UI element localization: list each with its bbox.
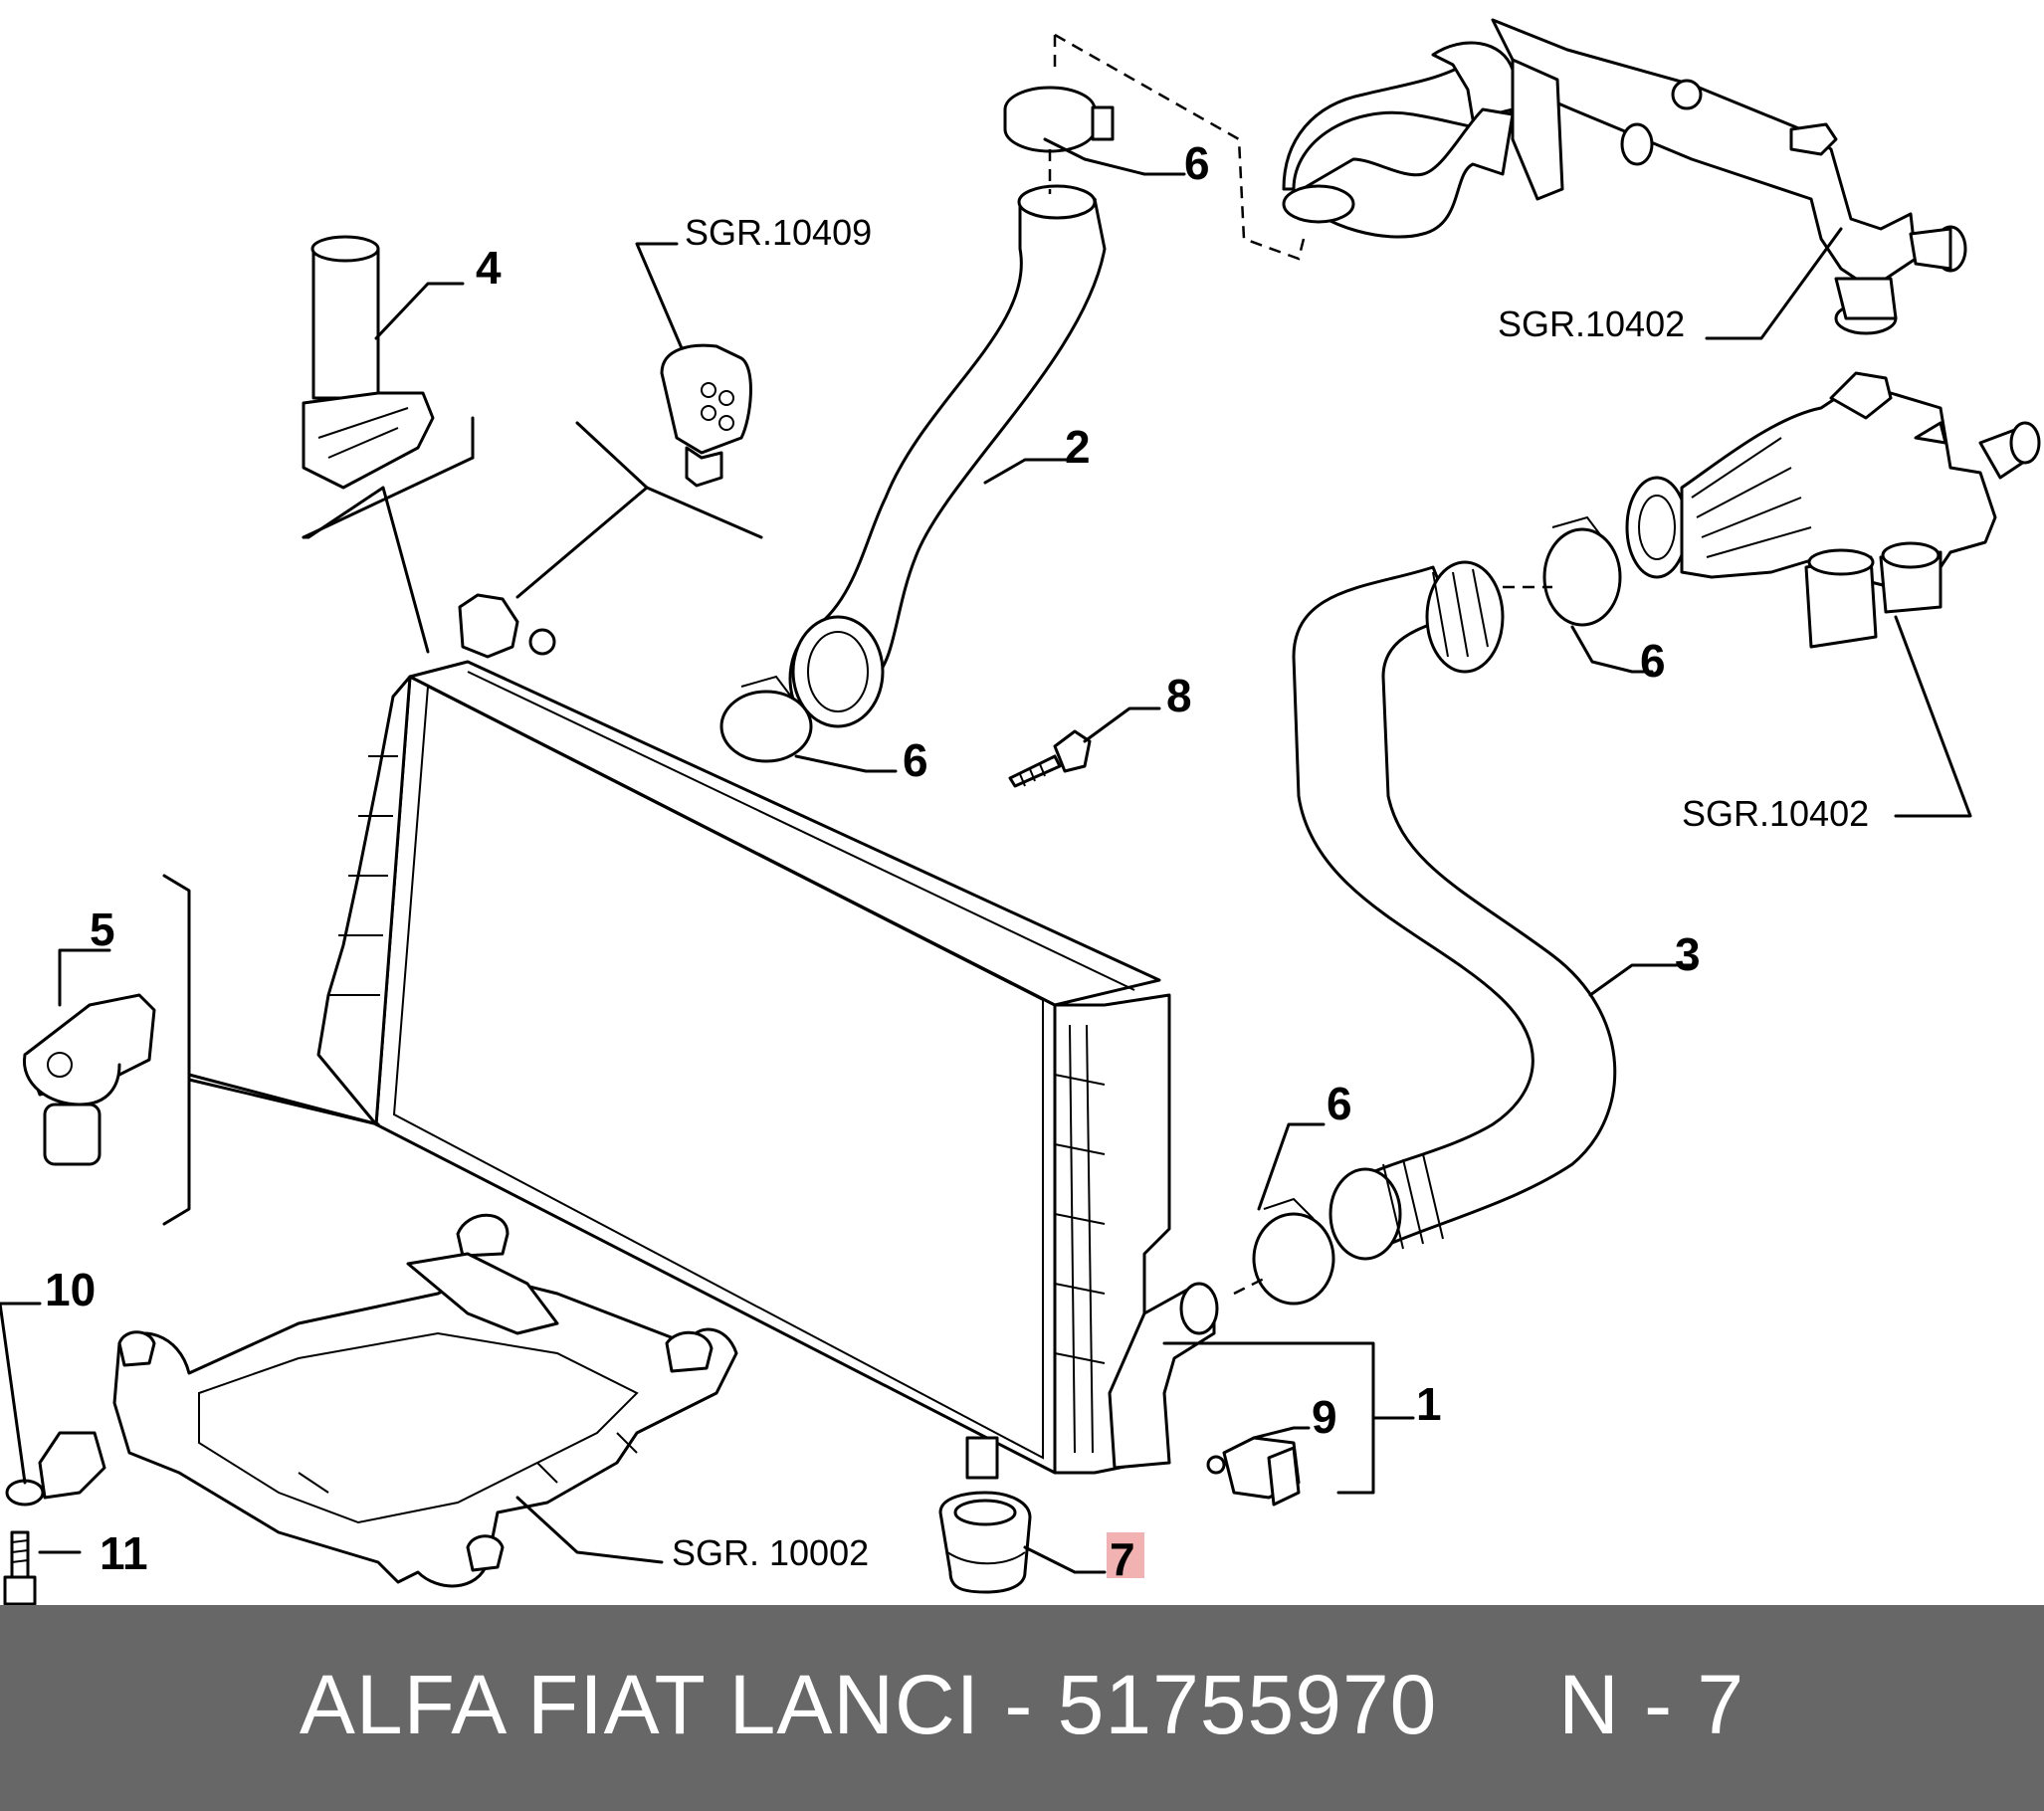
clamp-right-upper (1503, 515, 1654, 674)
grommet-part-7 (938, 1491, 1144, 1594)
ref-sgr-10402-top: SGR.10402 (1498, 303, 1685, 344)
screw-part-8 (1008, 706, 1161, 788)
ref-sgr-10002: SGR. 10002 (672, 1532, 869, 1573)
footer-banner: ALFA FIAT LANCI - 51755970 N - 7 (0, 1605, 2044, 1811)
callout-2: 2 (1065, 421, 1091, 473)
callout-3: 3 (1675, 928, 1701, 980)
part-number-caption: ALFA FIAT LANCI - 51755970 N - 7 (299, 1658, 1745, 1751)
callout-6-top: 6 (1184, 137, 1210, 189)
clamp-left (719, 675, 898, 773)
part-7-highlight (1107, 1532, 1144, 1578)
bolt-part-11 (3, 1530, 82, 1605)
clamp-right-lower (1233, 1122, 1335, 1306)
intercooler (316, 593, 1415, 1495)
sensor-part-5 (23, 874, 380, 1226)
bracket-part-4 (302, 235, 475, 654)
callout-1: 1 (1416, 1378, 1442, 1430)
subframe-sgr-10002 (112, 1213, 738, 1588)
ref-sgr-10402-right: SGR.10402 (1682, 793, 1869, 834)
callout-6-left: 6 (903, 734, 928, 786)
callout-6-right-upper: 6 (1640, 635, 1666, 687)
callout-5: 5 (90, 904, 115, 955)
callout-8: 8 (1166, 670, 1192, 721)
callout-7: 7 (1110, 1533, 1135, 1585)
thermostat-sgr-10402-right (1625, 371, 2041, 818)
hose-lower (1292, 560, 1694, 1261)
clamp-top (1003, 86, 1186, 194)
parts-diagram: 1 2 3 4 5 6 6 6 6 7 8 9 10 11 SGR.10409 … (0, 18, 2041, 1605)
grommet-sgr-10409 (515, 242, 763, 599)
ref-sgr-10409: SGR.10409 (685, 212, 872, 253)
callout-11: 11 (100, 1527, 148, 1579)
sensor-part-9 (1206, 1426, 1311, 1507)
callout-9: 9 (1312, 1391, 1337, 1443)
pipe-sgr-10402-top (1053, 18, 1967, 340)
mount-part-10 (0, 1302, 106, 1507)
callout-10: 10 (45, 1264, 96, 1315)
callout-6-right-lower: 6 (1327, 1078, 1352, 1129)
hose-upper (788, 184, 1107, 728)
callout-4: 4 (476, 242, 502, 294)
